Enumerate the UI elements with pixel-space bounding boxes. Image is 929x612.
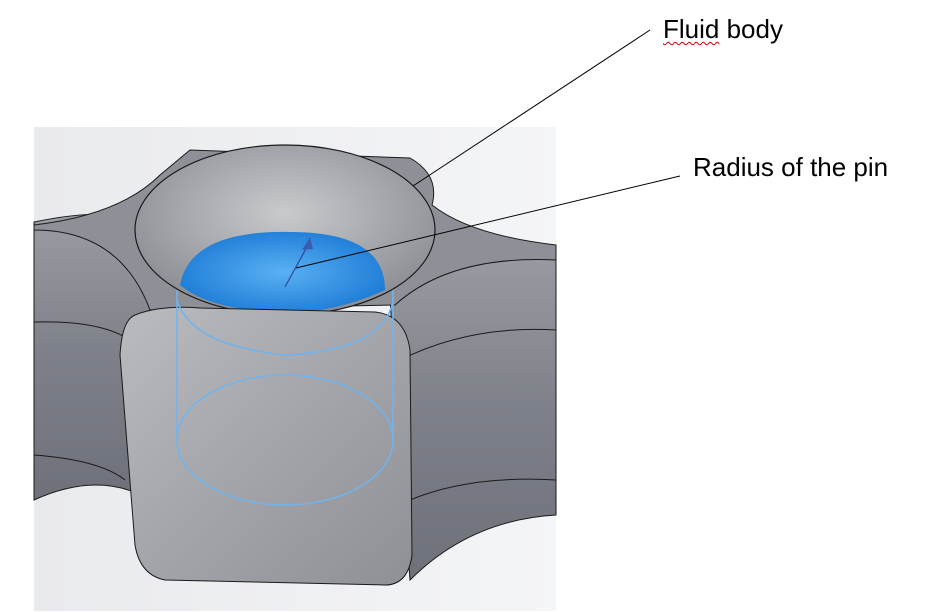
pin-cylinder-outline [176,290,394,506]
right-arm-edge-lower [409,478,557,501]
radius-arrow-head [302,237,313,250]
label-body-word: body [719,14,783,44]
leader-line-fluid-body [412,29,651,187]
label-fluid-body: Fluid body [663,14,783,45]
radius-arrow [284,244,309,288]
label-fluid-word: Fluid [663,14,720,44]
front-block [119,306,413,586]
right-arm-edge [399,328,557,361]
pin-top-face [180,231,385,313]
label-radius-of-pin: Radius of the pin [693,152,889,182]
left-arm-edge-lower [33,454,126,481]
leader-line-radius [295,175,681,269]
